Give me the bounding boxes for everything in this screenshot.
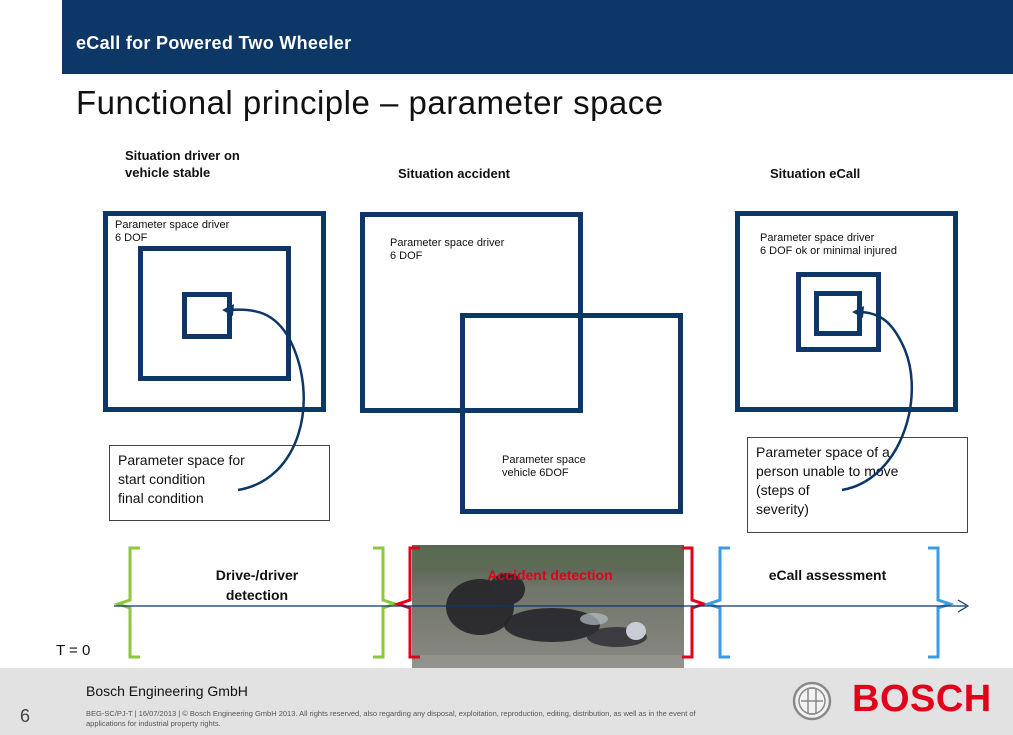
left-callout-line1: Parameter space for [118,452,245,468]
left-column-heading: Situation driver on vehicle stable [125,147,240,181]
left-outer-square [103,211,326,412]
footer-copyright: BEG-SC/PJ-T | 16/07/2013 | © Bosch Engin… [86,709,696,728]
phase1-line1: Drive-/driver [215,567,299,583]
phase2-left-bracket [393,546,420,659]
middle-vehicle-square [460,313,683,514]
left-arrow-head [222,304,234,316]
slide-title: Functional principle – parameter space [76,84,664,121]
left-middle-square [138,246,291,381]
header-bar [62,0,1013,74]
right-callout-line1: Parameter space of a [756,444,890,460]
phase1-label: Drive-/driver detection [182,565,332,605]
phase3-right-bracket [928,546,955,659]
left-callout-box: Parameter space for start condition fina… [109,445,330,521]
middle-vehicle-label: Parameter space vehicle 6DOF [502,454,586,480]
left-curved-arrow [227,308,305,492]
middle-vehicle-line1: Parameter space [502,454,586,466]
time-axis-arrowhead [957,599,970,613]
right-callout-line4: severity) [756,501,809,517]
middle-driver-line1: Parameter space driver [390,237,505,249]
left-param-label: Parameter space driver 6 DOF [115,219,229,245]
right-param-line2: 6 DOF ok or minimal injured [760,245,897,257]
left-inner-square [182,292,232,339]
footer-company: Bosch Engineering GmbH [86,683,248,699]
left-callout-line3: final condition [118,490,204,506]
left-heading-line2: vehicle stable [125,165,211,180]
phase1-left-bracket [113,546,140,659]
middle-driver-label: Parameter space driver 6 DOF [390,237,504,263]
right-arrow-head [852,306,864,318]
bosch-armature-icon [792,681,832,721]
left-heading-line1: Situation driver on [125,148,240,163]
middle-vehicle-line2: vehicle 6DOF [502,467,569,479]
phase3-left-bracket [703,546,730,659]
left-param-line1: Parameter space driver [115,219,230,231]
right-param-line1: Parameter space driver [760,232,875,244]
right-outer-square [735,211,958,412]
middle-column-heading: Situation accident [398,166,510,181]
phase1-line2: detection [225,587,289,603]
right-curved-arrow [841,310,913,492]
phase3-label: eCall assessment [768,567,887,583]
left-param-line2: 6 DOF [115,232,148,244]
middle-driver-line2: 6 DOF [390,250,423,262]
right-callout-line2: person unable to move [756,463,899,479]
right-callout-line3: (steps of [756,482,810,498]
phase2-label: Accident detection [487,567,613,583]
footer-bar [0,668,1013,735]
page-number: 6 [20,706,31,726]
right-column-heading: Situation eCall [770,166,861,181]
middle-driver-square [360,212,583,413]
t0-label: T = 0 [56,642,91,659]
phase2-right-bracket [682,546,709,659]
bosch-logo-text: BOSCH [852,678,992,720]
phase1-right-bracket [373,546,400,659]
right-middle-square [796,272,881,352]
header-title: eCall for Powered Two Wheeler [76,33,352,53]
left-callout-line2: start condition [118,471,206,487]
right-param-label: Parameter space driver 6 DOF ok or minim… [760,232,897,258]
